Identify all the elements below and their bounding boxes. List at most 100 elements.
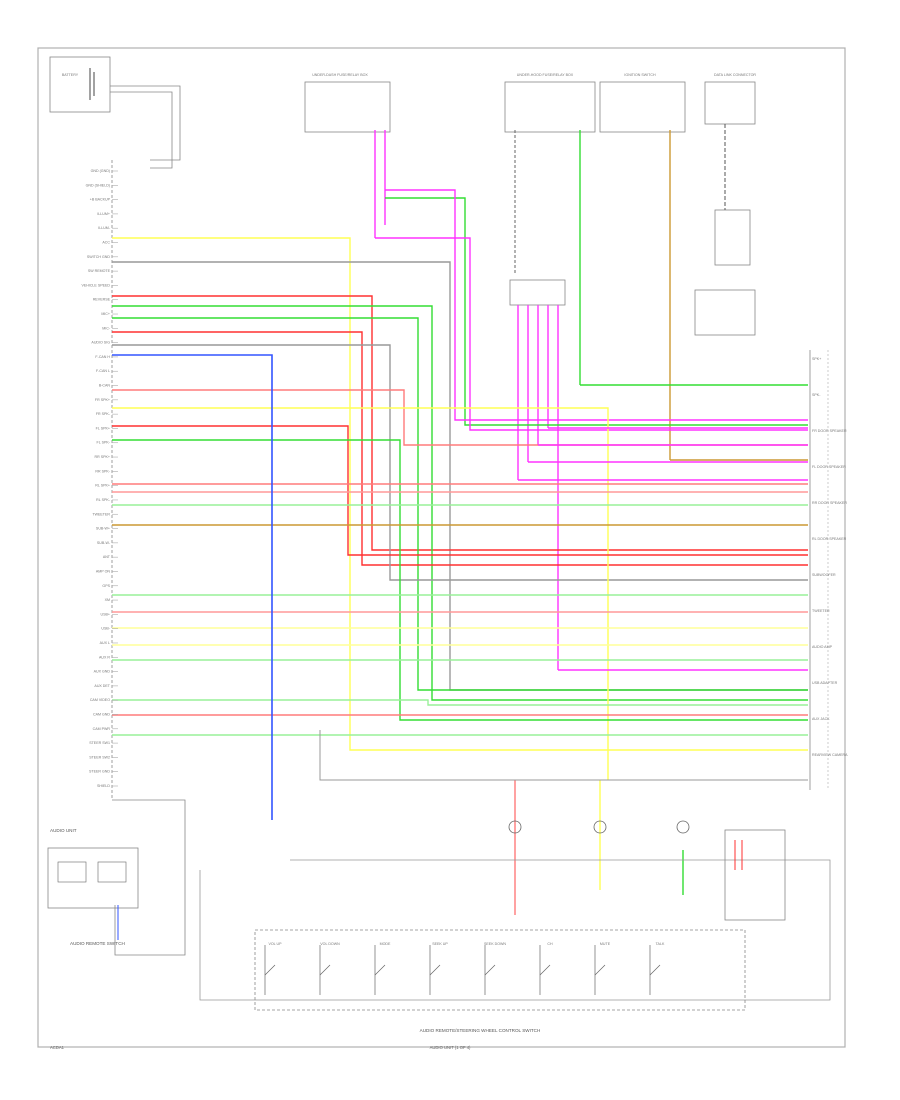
- left-pin-label: TWEETER: [92, 512, 110, 516]
- switch-label: VOL DOWN: [320, 942, 340, 946]
- connector-block-mid: [509, 279, 566, 306]
- switch-row: [264, 945, 661, 995]
- switch-label: SEEK DOWN: [484, 942, 506, 946]
- speaker-icon-2: [593, 820, 607, 834]
- left-pin-label: USB+: [101, 612, 111, 616]
- left-pin-label: AMP ON: [96, 569, 111, 573]
- right-connector-label: FR DOOR SPEAKER: [812, 429, 847, 433]
- fuse-box-3: [599, 81, 686, 133]
- left-pin-label: GPS: [102, 584, 110, 588]
- left-pin-label: FR SPK-: [96, 412, 111, 416]
- remote-switch-inner-1: [57, 861, 87, 883]
- left-pin-label: SW REMOTE: [88, 269, 111, 273]
- right-connector-label: AUDIO AMP: [812, 645, 833, 649]
- left-pin-label: F-CAN L: [96, 369, 110, 373]
- left-pin-label: GND (SHIELD): [86, 183, 110, 187]
- right-connector-label: FL DOOR SPEAKER: [812, 465, 846, 469]
- left-pin-label: F-CAN H: [95, 355, 110, 359]
- switch-label: MODE: [380, 942, 391, 946]
- wire-bundle: [112, 237, 808, 780]
- left-pin-label: STEER GND: [89, 770, 110, 774]
- left-pin-label: USB-: [101, 627, 110, 631]
- right-connector-label: SPK+: [812, 357, 821, 361]
- right-connector-label: SUBWOOFER: [812, 573, 836, 577]
- left-pin-label: STEER SW2: [89, 755, 110, 759]
- left-pin-label: RR SPK-: [95, 469, 110, 473]
- left-pin-label: AUDIO SIG: [91, 341, 110, 345]
- right-connector-label: USB ADAPTER: [812, 681, 838, 685]
- left-pin-label: AUX GND: [94, 670, 111, 674]
- wire-bottom-gray: [319, 730, 808, 781]
- left-pin-label: CAM PWR: [93, 727, 111, 731]
- right-connector-label: REARVIEW CAMERA: [812, 753, 848, 757]
- wire-blue: [112, 354, 273, 820]
- left-pin-label: ILLUM-: [98, 226, 111, 230]
- left-pin-label: SHIELD: [97, 784, 110, 788]
- top-component-label: UNDER-DASH FUSE/RELAY BOX: [312, 73, 368, 77]
- switch-label: MUTE: [600, 942, 611, 946]
- speaker-icon-1: [508, 820, 522, 834]
- switch-label: SEEK UP: [432, 942, 448, 946]
- remote-lead: [112, 799, 186, 956]
- left-pin-label: FL SPK-: [97, 441, 111, 445]
- top-component-label: IGNITION SWITCH: [624, 73, 656, 77]
- left-pin-label: RL SPK-: [96, 498, 111, 502]
- left-pin-label: SUB-W+: [96, 527, 110, 531]
- left-pin-label: STEER SW1: [89, 741, 110, 745]
- left-pin-label: CAM GND: [93, 712, 110, 716]
- remote-switch-box: [47, 847, 139, 909]
- fuse-box-2: [504, 81, 596, 133]
- antenna-box: [724, 829, 786, 921]
- fuse-box-4: [704, 81, 756, 125]
- diagram-frame: [37, 47, 846, 1048]
- battery-lead-2: [110, 91, 173, 169]
- switch-labels: VOL UP VOL DOWN MODE SEEK UP SEEK DOWN CH MUTE…: [268, 942, 664, 946]
- left-pin-label: ACC: [102, 241, 110, 245]
- switch-label: VOL UP: [268, 942, 282, 946]
- left-pin-label: VEHICLE SPEED: [81, 283, 110, 287]
- left-pin-label: FR SPK+: [95, 398, 110, 402]
- footer-code: ACDA1: [50, 1045, 65, 1050]
- switch-label: CH: [547, 942, 553, 946]
- left-pin-label: RL SPK+: [95, 484, 110, 488]
- top-component-labels: BATTERY UNDER-DASH FUSE/RELAY BOX UNDER-HO…: [62, 73, 756, 77]
- switch-panel: [254, 929, 746, 1011]
- right-connector-label: TWEETER: [812, 609, 830, 613]
- left-pin-label: XM: [105, 598, 110, 602]
- left-pin-label: SUB-W-: [97, 541, 111, 545]
- connector-block-right: [694, 289, 756, 336]
- footer-center: AUDIO UNIT (1 OF 4): [430, 1045, 471, 1050]
- switch-label: TALK: [656, 942, 665, 946]
- fuse-box-1: [304, 81, 391, 133]
- left-pin-label: AUX DET: [94, 684, 110, 688]
- battery-icon: [89, 68, 95, 100]
- ground-block: [714, 209, 751, 266]
- left-pin-label: FL SPK+: [96, 426, 110, 430]
- left-pin-label: SWITCH GND: [87, 255, 111, 259]
- audio-unit-title: AUDIO UNIT: [50, 828, 77, 833]
- left-pin-label: ILLUM+: [97, 212, 110, 216]
- right-connector-label: RL DOOR SPEAKER: [812, 537, 847, 541]
- speaker-icon-3: [676, 820, 690, 834]
- left-pin-label: ANT: [103, 555, 111, 559]
- wire-bottom-gray-2: [199, 859, 831, 1001]
- right-connector-label: RR DOOR SPEAKER: [812, 501, 847, 505]
- battery-box: [49, 56, 111, 113]
- left-pin-label: +B BACKUP: [90, 198, 111, 202]
- left-pin-label: CAM VIDEO: [90, 698, 110, 702]
- remote-switch-inner-2: [97, 861, 127, 883]
- top-component-label: DATA LINK CONNECTOR: [714, 73, 756, 77]
- right-connector-label: SPK-: [812, 393, 821, 397]
- left-pin-label: REVERSE: [93, 298, 111, 302]
- bottom-unit-title: AUDIO REMOTE/STEERING WHEEL CONTROL SWIT…: [420, 1028, 541, 1033]
- left-pin-label: B-CAN: [99, 384, 111, 388]
- left-pin-label: MIC+: [101, 312, 110, 316]
- top-component-label: BATTERY: [62, 73, 79, 77]
- right-connector-labels: SPK+ SPK- FR DOOR SPEAKER FL DOOR SPEAKER RR…: [812, 357, 848, 757]
- left-pin-label: AUX R: [99, 655, 110, 659]
- left-pin-label: GND (GND): [91, 169, 110, 173]
- remote-switch-title: AUDIO REMOTE SWITCH: [70, 941, 125, 946]
- top-component-label: UNDER-HOOD FUSE/RELAY BOX: [517, 73, 574, 77]
- left-pin-label: AUX L: [100, 641, 110, 645]
